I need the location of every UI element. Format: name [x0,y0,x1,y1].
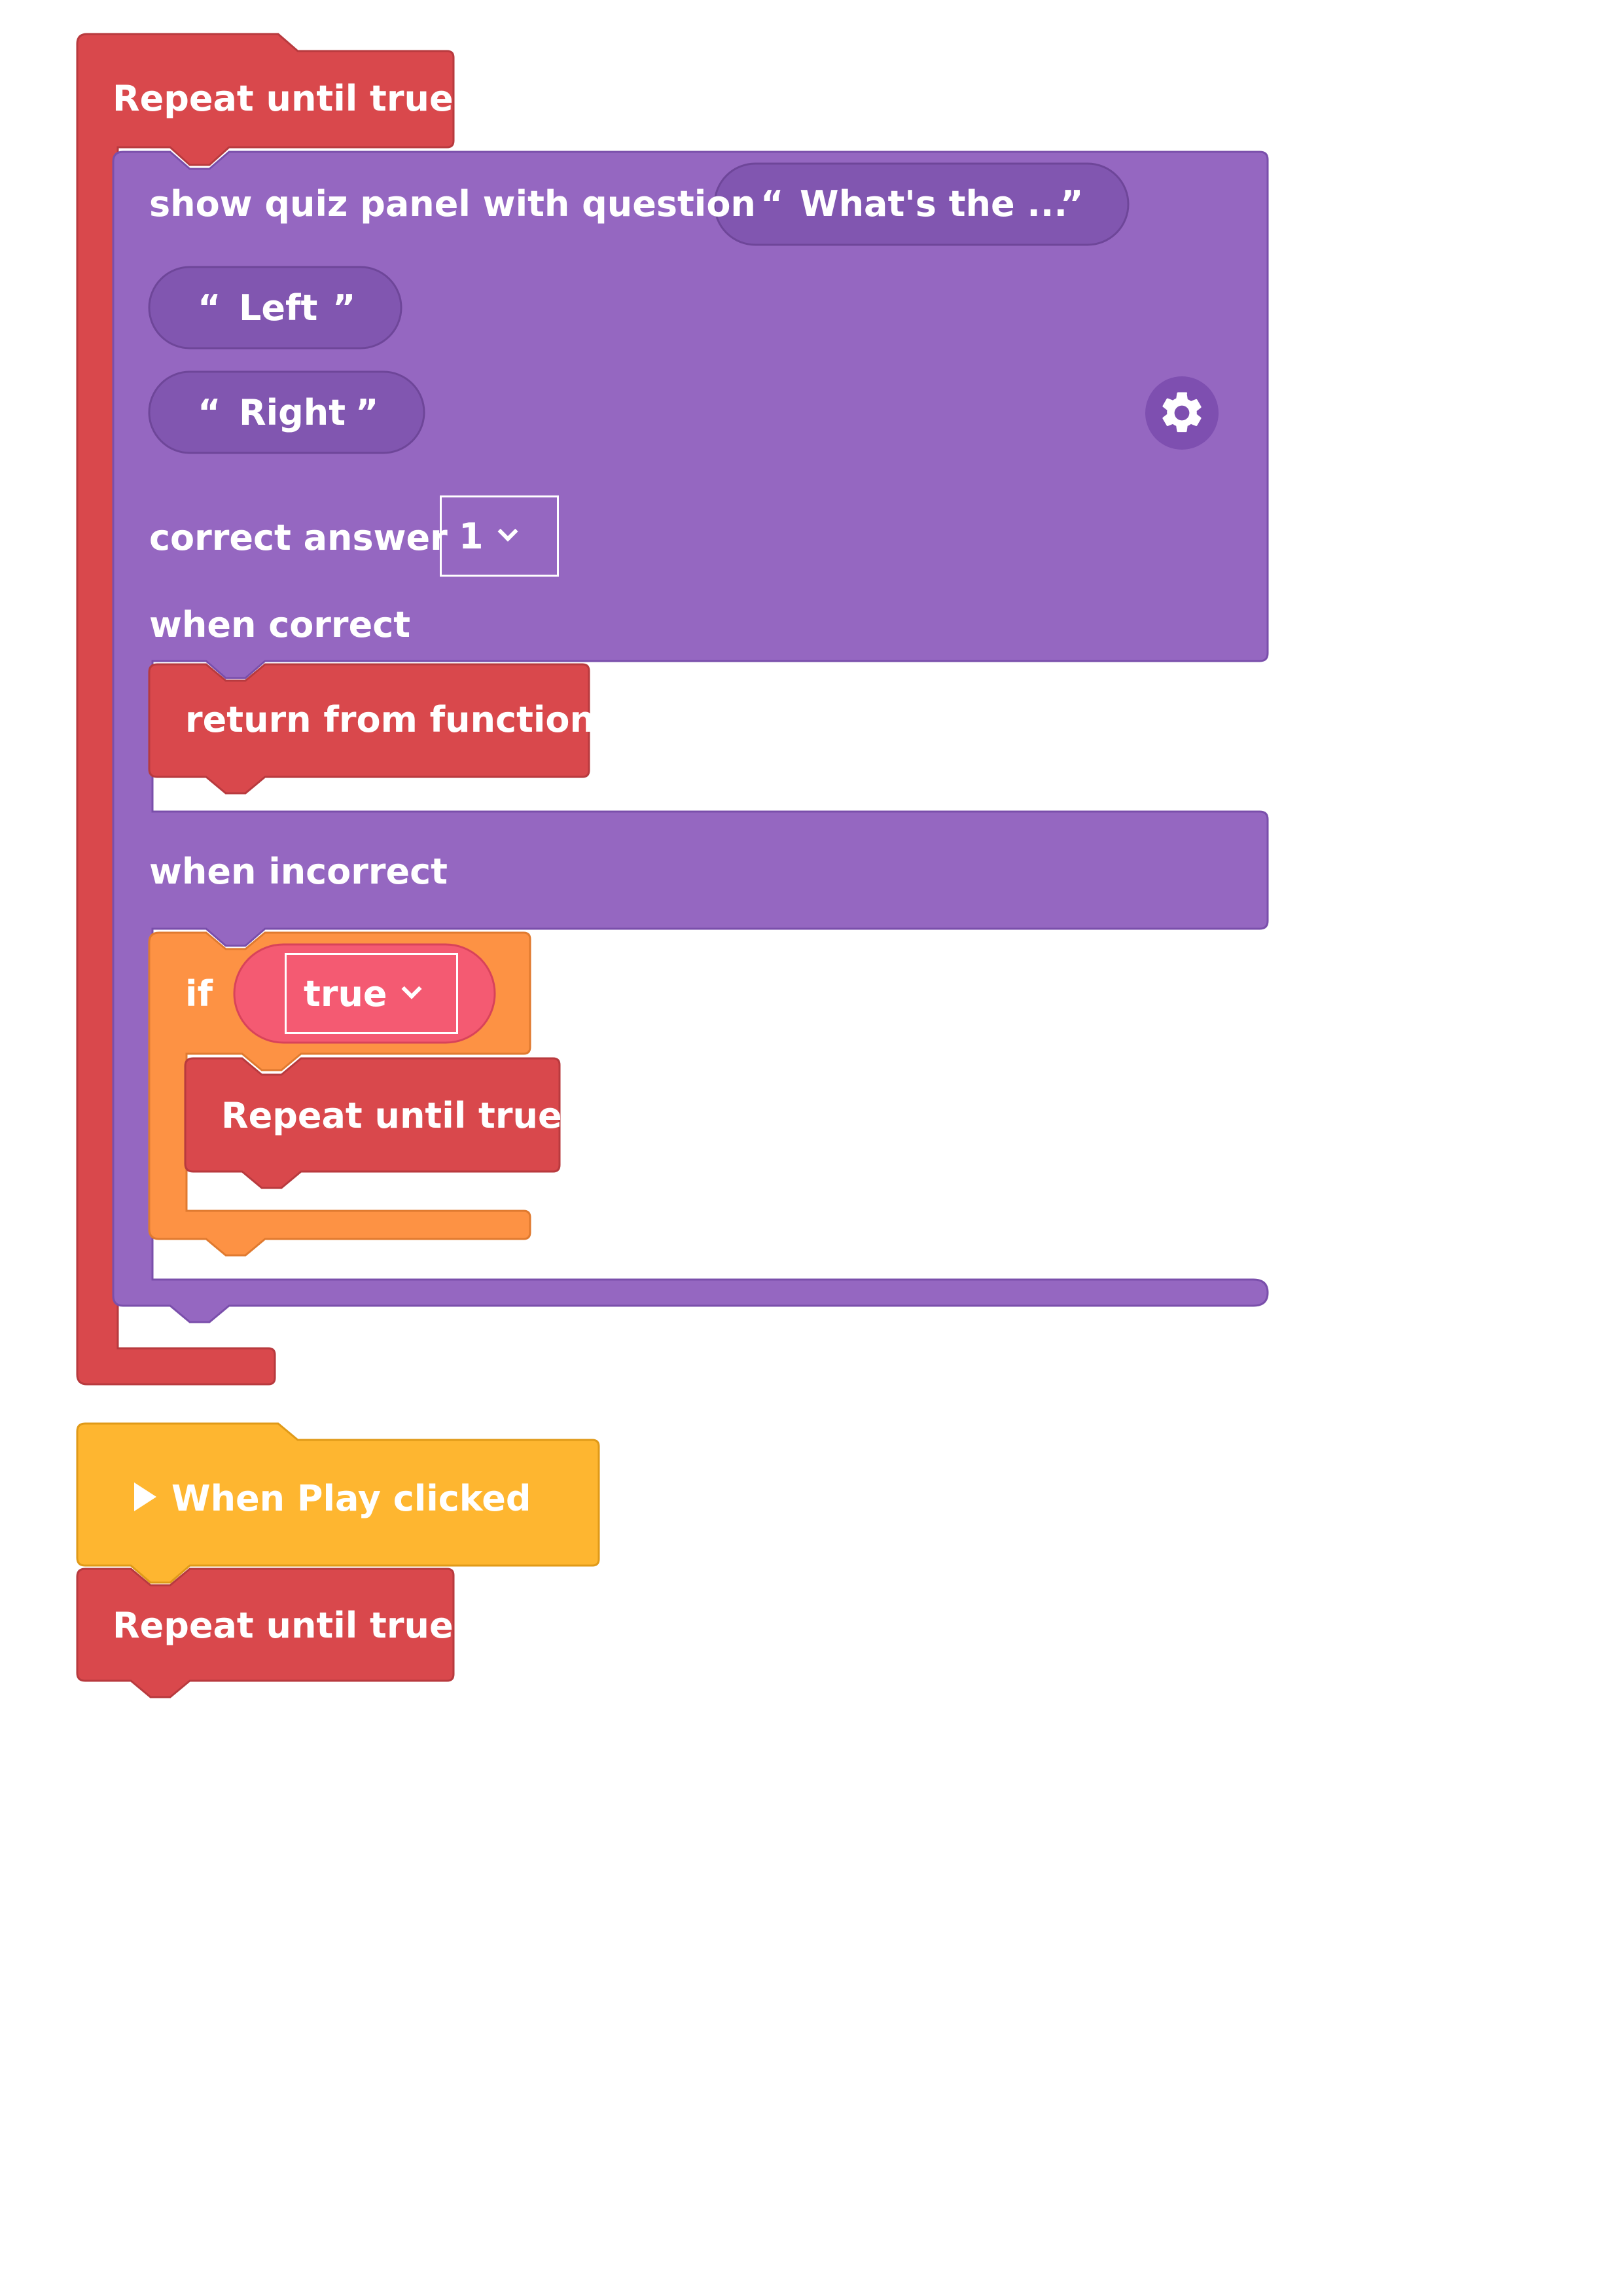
when-incorrect-label: when incorrect [149,851,448,892]
option-right-text: Right [239,392,346,433]
correct-answer-value: 1 [459,515,484,557]
correct-answer-label: correct answer [149,517,448,558]
gear-icon-glyph [1162,392,1202,433]
chevron-down-icon [401,978,422,999]
option-left-text: Left [239,287,318,329]
correct-answer-dropdown[interactable]: 1 [440,495,559,577]
if-label: if [185,973,213,1014]
return-block[interactable] [148,663,590,795]
event-block[interactable] [76,1422,600,1584]
option-right-quote-close: ” [355,392,379,433]
gear-icon[interactable] [1145,376,1219,450]
question-string-pill[interactable] [713,162,1130,246]
option-right-quote-open: “ [198,392,221,433]
option-left-quote-close: ” [332,287,356,329]
chevron-down-icon [497,521,518,542]
question-quote-close: ” [1060,183,1084,224]
quiz-label: show quiz panel with question [149,183,756,224]
condition-dropdown[interactable]: true [285,953,458,1034]
when-correct-label: when correct [149,604,411,645]
condition-value: true [304,973,387,1014]
option-left-quote-open: “ [198,287,221,329]
inner-repeat-label: Repeat until true [221,1095,562,1136]
question-quote-open: “ [760,183,784,224]
option-pill-right[interactable] [148,370,425,454]
question-text: What's the ... [800,183,1067,224]
boolean-pill[interactable] [233,943,496,1044]
play-icon [134,1482,156,1511]
option-pill-left[interactable] [148,266,402,350]
return-label: return from function [185,699,595,740]
bottom-repeat-block[interactable] [76,1568,455,1698]
bottom-repeat-label: Repeat until true [113,1605,454,1646]
inner-repeat-block[interactable] [184,1057,561,1189]
event-label: When Play clicked [171,1478,531,1519]
outer-repeat-label: Repeat until true [113,78,454,119]
